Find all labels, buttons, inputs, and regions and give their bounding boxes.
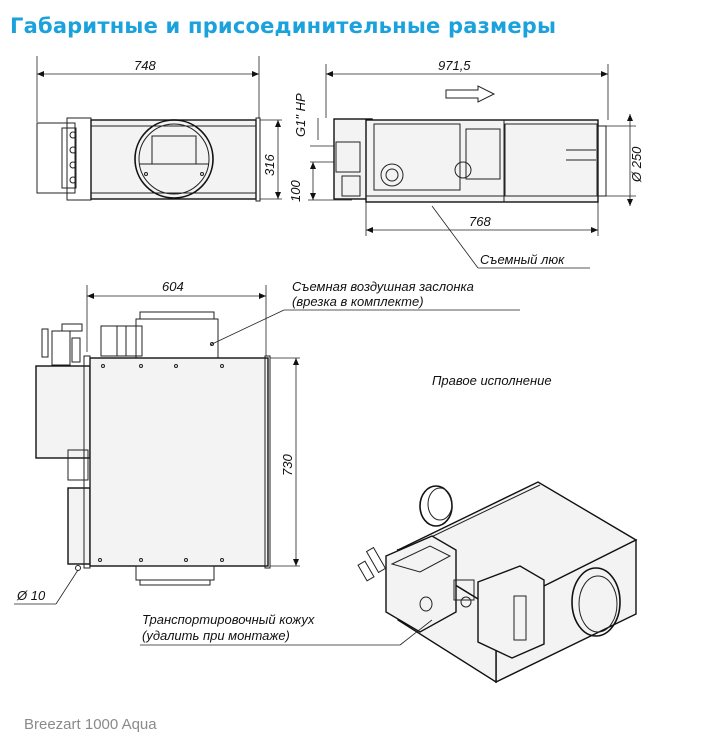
label-casing-2: (удалить при монтаже) bbox=[142, 628, 290, 643]
label-damper-2: (врезка в комплекте) bbox=[292, 294, 424, 309]
dim-768: 768 bbox=[469, 214, 491, 229]
dim-d10: Ø 10 bbox=[16, 588, 46, 603]
dim-971-5: 971,5 bbox=[438, 58, 471, 73]
label-orientation: Правое исполнение bbox=[432, 373, 552, 388]
page-title: Габаритные и присоединительные размеры bbox=[10, 14, 557, 38]
dim-748: 748 bbox=[134, 58, 156, 73]
dim-d250: Ø 250 bbox=[629, 146, 644, 183]
airflow-arrow-icon bbox=[445, 85, 496, 103]
dim-g1-hp: G1" HP bbox=[293, 93, 308, 137]
dim-730: 730 bbox=[280, 454, 295, 476]
dim-100: 100 bbox=[288, 180, 303, 202]
label-casing-1: Транспортировочный кожух bbox=[142, 612, 315, 627]
plan-view: 604 730 Съемная воздуш bbox=[14, 279, 520, 605]
isometric-view: Транспортировочный кожух (удалить при мо… bbox=[140, 481, 638, 684]
label-damper-1: Съемная воздушная заслонка bbox=[292, 279, 474, 294]
dim-604: 604 bbox=[162, 279, 184, 294]
side-view: 971,5 G1" HP 100 Ø 250 768 bbox=[288, 58, 644, 269]
label-hatch: Съемный люк bbox=[480, 252, 565, 267]
dim-316: 316 bbox=[262, 154, 277, 176]
model-name: Breezart 1000 Aqua bbox=[24, 716, 157, 733]
front-view: 748 316 bbox=[36, 56, 282, 202]
